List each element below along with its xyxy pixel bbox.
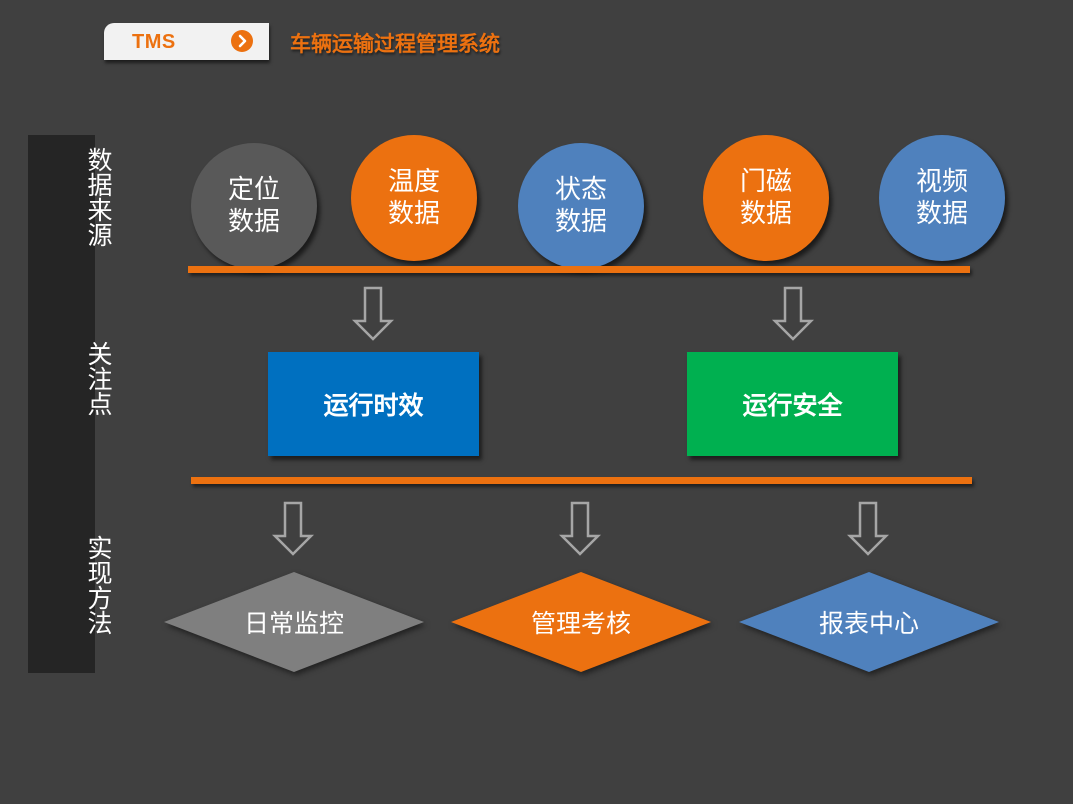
divider-bar-top: [188, 266, 970, 273]
method-label: 管理考核: [530, 609, 631, 638]
chevron-right-circle-icon[interactable]: [231, 30, 253, 52]
arrow-down-icon: [351, 286, 395, 345]
data-source-label-line2: 数据: [739, 199, 792, 229]
data-source-label-line2: 数据: [387, 199, 440, 229]
data-source-label-line1: 状态: [554, 175, 607, 205]
diamond-shape: [739, 572, 999, 672]
page-title: 车辆运输过程管理系统: [290, 32, 500, 56]
data-source-label-line2: 数据: [227, 207, 280, 237]
data-source-label-line1: 门磁: [739, 167, 792, 197]
data-source-video: 视频 数据: [879, 135, 1005, 261]
data-source-label-line2: 数据: [915, 199, 968, 229]
data-source-label-line1: 定位: [227, 175, 280, 205]
section-label-focus-points: 关注点: [84, 341, 113, 416]
focus-box-safety: 运行安全: [687, 352, 898, 456]
arrow-down-icon: [271, 501, 315, 560]
method-label: 日常监控: [243, 609, 344, 638]
tms-badge[interactable]: TMS: [104, 23, 269, 60]
data-source-label-line1: 温度: [387, 167, 440, 197]
data-source-location: 定位 数据: [191, 143, 317, 269]
data-source-status: 状态 数据: [518, 143, 644, 269]
arrow-down-icon: [771, 286, 815, 345]
focus-label: 运行时效: [323, 391, 424, 420]
diamond-shape: [451, 572, 711, 672]
data-source-label-line2: 数据: [554, 207, 607, 237]
focus-label: 运行安全: [742, 391, 843, 420]
method-management-assessment: 管理考核: [451, 572, 711, 672]
section-label-data-sources: 数据来源: [84, 147, 113, 247]
data-source-door-sensor: 门磁 数据: [703, 135, 829, 261]
focus-box-efficiency: 运行时效: [268, 352, 479, 456]
data-source-temperature: 温度 数据: [351, 135, 477, 261]
method-label: 报表中心: [818, 609, 919, 638]
sidebar: 数据来源 关注点 实现方法: [28, 135, 113, 673]
badge-label: TMS: [132, 31, 176, 53]
section-label-methods: 实现方法: [84, 535, 113, 635]
arrow-down-icon: [846, 501, 890, 560]
divider-bar-middle: [191, 477, 972, 484]
diamond-shape: [164, 572, 424, 672]
arrow-down-icon: [558, 501, 602, 560]
data-source-label-line1: 视频: [915, 167, 968, 197]
method-report-center: 报表中心: [739, 572, 999, 672]
method-daily-monitoring: 日常监控: [164, 572, 424, 672]
